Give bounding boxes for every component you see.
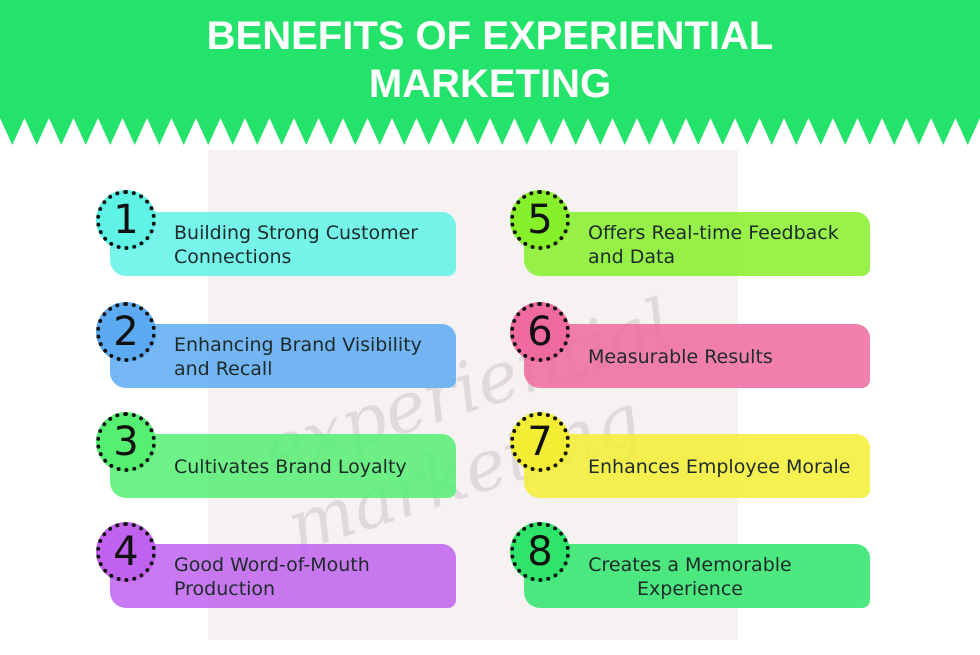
number-badge: 2 [96,302,156,362]
benefit-item: 8 Creates a Memorable Experience [510,522,870,612]
benefit-item: 3 Cultivates Brand Loyalty [96,412,456,502]
highlight-bar [110,212,456,276]
benefit-label: Enhancing Brand Visibility and Recall [174,334,422,380]
benefit-item: 5 Offers Real-time Feedback and Data [510,190,870,280]
number-badge: 6 [510,302,570,362]
number-badge: 1 [96,190,156,250]
number-badge: 5 [510,190,570,250]
highlight-bar [524,544,870,608]
page-title: BENEFITS OF EXPERIENTIAL MARKETING [0,12,980,108]
number-badge: 4 [96,522,156,582]
benefit-item: 4 Good Word-of-Mouth Production [96,522,456,612]
number-badge: 8 [510,522,570,582]
highlight-bar [110,324,456,388]
highlight-bar [524,324,870,388]
benefit-item: 7 Enhances Employee Morale [510,412,870,502]
highlight-bar [524,212,870,276]
highlight-bar [110,434,456,498]
benefit-item: 2 Enhancing Brand Visibility and Recall [96,302,456,392]
benefit-label: Offers Real-time Feedback and Data [588,222,839,268]
benefit-label: Creates a Memorable Experience [588,554,792,600]
number-badge: 3 [96,412,156,472]
benefit-label: Building Strong Customer Connections [174,222,419,268]
benefit-label: Measurable Results [588,346,773,368]
header-banner [0,0,980,145]
title-line-1: BENEFITS OF EXPERIENTIAL [206,14,774,58]
highlight-bar [524,434,870,498]
benefit-item: 6 Measurable Results [510,302,870,392]
highlight-bar [110,544,456,608]
benefit-label: Enhances Employee Morale [588,456,851,478]
number-badge: 7 [510,412,570,472]
benefit-item: 1 Building Strong Customer Connections [96,190,456,280]
benefit-label: Good Word-of-Mouth Production [174,554,370,600]
benefit-label: Cultivates Brand Loyalty [174,456,407,478]
title-line-2: MARKETING [368,62,612,106]
